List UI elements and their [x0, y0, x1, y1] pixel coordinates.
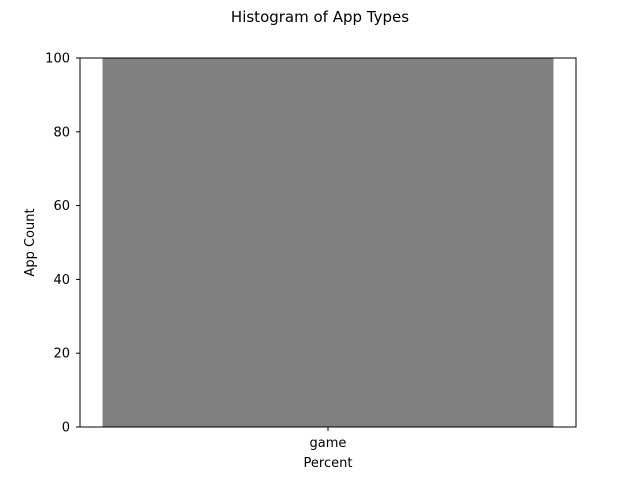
y-tick-label: 80	[53, 125, 70, 140]
y-tick-label: 40	[53, 273, 70, 288]
y-tick-label: 0	[62, 421, 70, 436]
bars	[102, 58, 554, 427]
plot-area: 0 20 40 60 80 100 game	[45, 52, 577, 451]
x-tick-label: game	[310, 436, 347, 451]
x-axis-label: Percent	[304, 456, 353, 471]
y-axis-label: App Count	[23, 208, 38, 276]
y-tick-label: 20	[53, 347, 70, 362]
bar-game	[102, 58, 554, 427]
y-tick-label: 60	[53, 199, 70, 214]
y-axis-ticks: 0 20 40 60 80 100	[45, 52, 80, 436]
x-axis-ticks: game	[310, 427, 347, 451]
chart-title: Histogram of App Types	[231, 8, 409, 26]
y-tick-label: 100	[45, 52, 70, 67]
